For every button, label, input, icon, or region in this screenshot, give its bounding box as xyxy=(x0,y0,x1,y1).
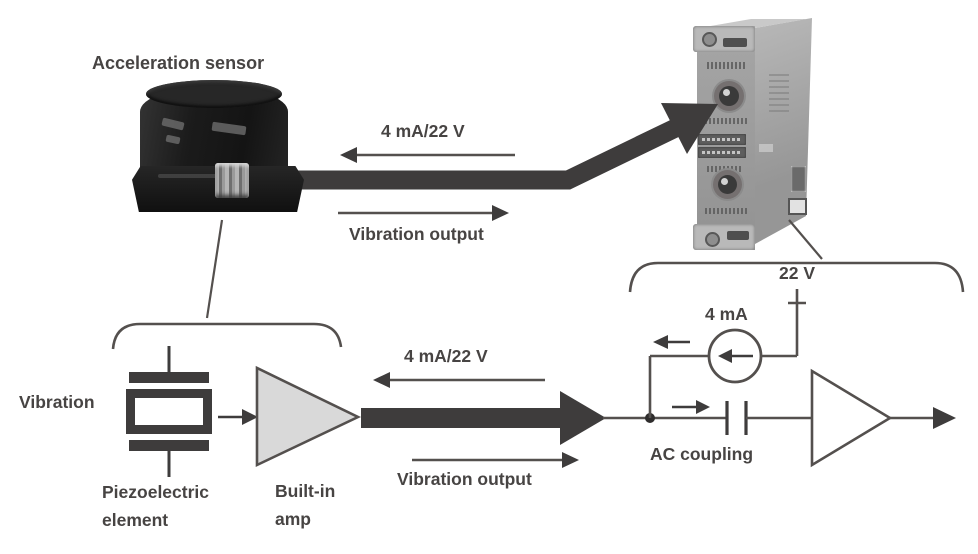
module-print xyxy=(707,62,745,69)
coupler-module-photo xyxy=(693,16,815,252)
supply-voltage-label: 22 V xyxy=(779,263,815,283)
sensor-top-face xyxy=(146,80,282,108)
left-arrowhead-icon xyxy=(718,349,732,363)
module-top-bracket xyxy=(693,26,755,52)
cable-arrowhead-icon xyxy=(661,103,718,154)
module-side-sticker xyxy=(791,166,806,192)
builtin-amp-label-line1: Built-in xyxy=(275,481,336,501)
bottom-supply-label: 4 mA/22 V xyxy=(404,346,488,366)
module-side-print xyxy=(769,70,789,112)
left-arrowhead-icon xyxy=(373,372,390,388)
ac-coupling-label: AC coupling xyxy=(650,444,754,464)
module-internals-brace xyxy=(628,261,965,293)
acceleration-sensor-label: Acceleration sensor xyxy=(92,53,265,73)
piezoelectric-element-label: Piezoelectric element xyxy=(102,478,209,534)
module-print xyxy=(707,166,743,172)
sensor-print xyxy=(158,174,218,178)
accelerometer-photo xyxy=(130,80,312,214)
module-print xyxy=(705,208,747,214)
module-slot xyxy=(723,38,747,47)
module-side-badge xyxy=(788,198,807,215)
builtin-amp-symbol xyxy=(255,365,362,468)
bnc-highlight xyxy=(723,89,730,96)
sensor-connector xyxy=(215,163,249,198)
module-slot xyxy=(727,231,749,240)
element-to-amp-arrowhead-icon xyxy=(242,409,258,425)
piezoelectric-label-line1: Piezoelectric xyxy=(102,482,209,502)
sensor-leader-line xyxy=(205,219,224,319)
schematic-cable-arrowhead-icon xyxy=(560,391,606,445)
top-output-label: Vibration output xyxy=(349,224,484,244)
module-label-strip xyxy=(698,147,746,158)
builtin-amp-label: Built-in amp xyxy=(275,477,335,533)
module-top-face xyxy=(699,19,807,28)
bnc-highlight xyxy=(721,178,728,185)
bnc-connector-bottom-icon xyxy=(713,170,742,199)
piezoelectric-label-line2: element xyxy=(102,510,169,530)
module-bottom-bracket xyxy=(693,224,755,250)
bottom-output-label: Vibration output xyxy=(397,469,532,489)
output-arrowhead-icon xyxy=(933,407,956,429)
module-label-strip xyxy=(698,134,746,145)
module-screw-icon xyxy=(705,232,720,247)
piezoelectric-element-symbol xyxy=(126,346,212,477)
module-leader-line xyxy=(788,219,823,260)
top-supply-label: 4 mA/22 V xyxy=(381,121,465,141)
current-source-label: 4 mA xyxy=(705,304,748,324)
sensor-cable xyxy=(246,119,679,190)
module-side-mark xyxy=(759,144,773,152)
module-screw-icon xyxy=(702,32,717,47)
vibration-input-label: Vibration xyxy=(19,392,95,412)
left-arrowhead-icon xyxy=(340,147,357,163)
right-arrowhead-icon xyxy=(562,452,579,468)
module-print xyxy=(705,118,747,124)
output-amp-symbol xyxy=(810,368,893,468)
right-arrowhead-icon xyxy=(696,400,710,414)
bnc-connector-top-icon xyxy=(714,81,744,111)
schematic-cable xyxy=(361,408,562,428)
right-arrowhead-icon xyxy=(492,205,509,221)
sensor-internals-brace xyxy=(111,322,343,350)
builtin-amp-label-line2: amp xyxy=(275,509,311,529)
left-arrowhead-icon xyxy=(653,335,668,349)
